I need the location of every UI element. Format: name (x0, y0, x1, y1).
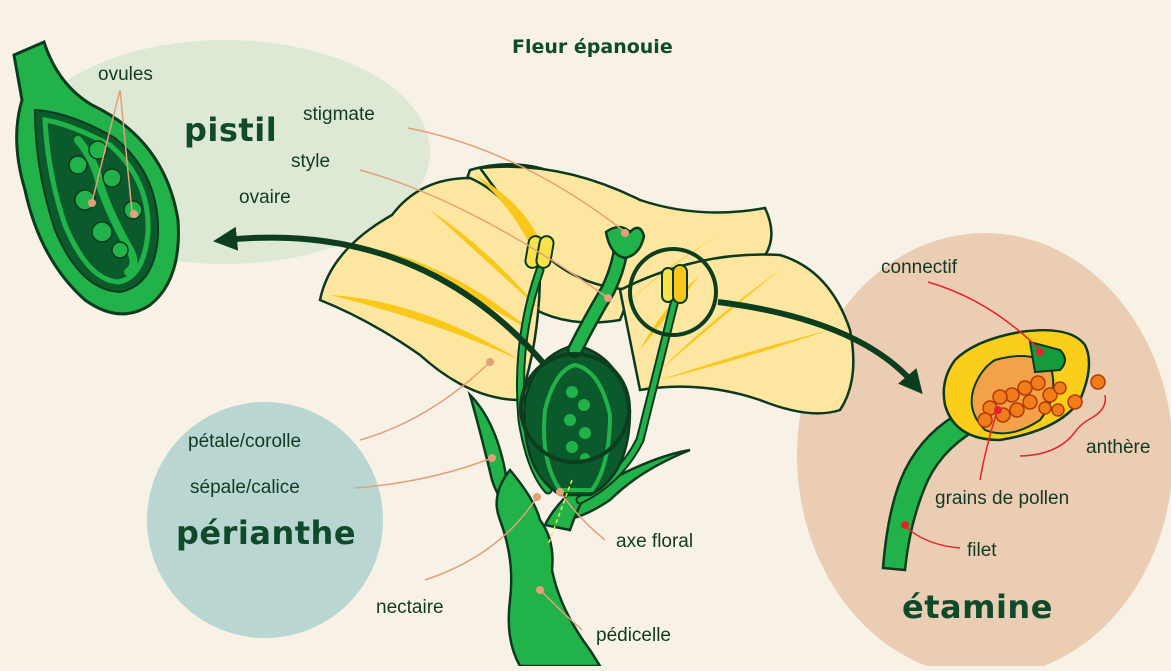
flower (320, 164, 853, 666)
label-petale-corolle: pétale/corolle (188, 431, 301, 453)
label-ovaire: ovaire (239, 187, 291, 209)
group-label-pistil: pistil (184, 111, 277, 149)
label-style: style (291, 151, 330, 173)
diagram-title: Fleur épanouie (512, 36, 673, 58)
group-label-etamine: étamine (902, 588, 1053, 626)
label-connectif: connectif (881, 257, 957, 279)
label-filet: filet (967, 540, 997, 562)
label-grains-de-pollen: grains de pollen (935, 488, 1069, 510)
label-nectaire: nectaire (376, 597, 444, 619)
label-ovules: ovules (98, 64, 153, 86)
label-axe-floral: axe floral (616, 531, 693, 553)
label-sepale-calice: sépale/calice (190, 477, 300, 499)
label-anthere: anthère (1086, 437, 1150, 459)
label-stigmate: stigmate (303, 104, 375, 126)
group-label-perianthe: périanthe (176, 514, 356, 552)
label-pedicelle: pédicelle (596, 625, 671, 647)
